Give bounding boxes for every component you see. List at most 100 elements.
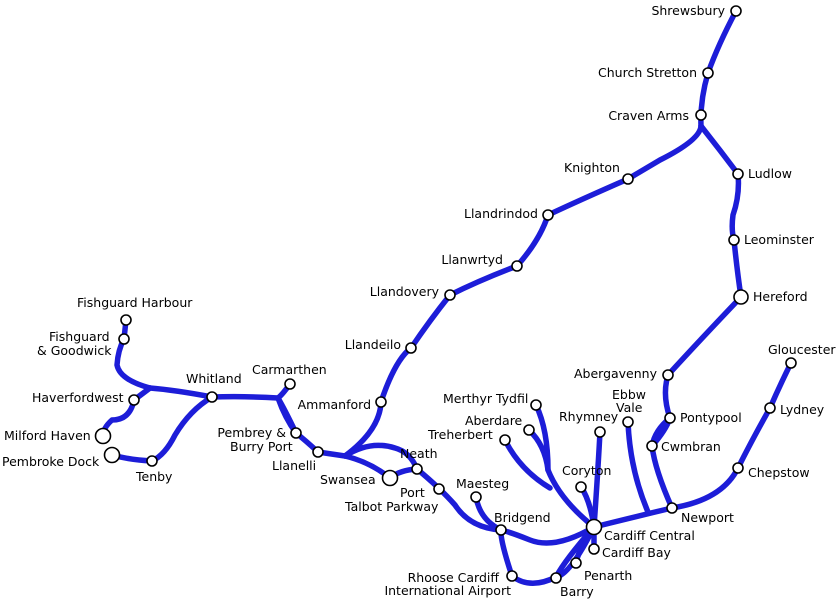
station-pembroke-dock[interactable] [103,446,121,464]
label-shrewsbury: Shrewsbury [651,3,725,18]
line-fishguard [114,317,153,391]
label-llandeilo: Llandeilo [345,337,401,352]
label-abergavenny: Abergavenny [574,366,658,381]
label-pembroke-dock: Pembroke Dock [2,454,100,469]
label-fishguard-goodwick-1: Fishguard [49,329,110,344]
line-ebbw-vale [625,419,651,515]
label-whitland: Whitland [186,371,242,386]
stations [94,5,797,584]
label-craven-arms: Craven Arms [608,108,689,123]
station-knighton[interactable] [622,173,634,185]
label-cwmbran: Cwmbran [661,439,721,454]
label-tenby: Tenby [135,469,173,484]
line-heart-of-wales [342,123,704,459]
station-barry[interactable] [550,572,562,584]
station-llandovery[interactable] [444,289,456,301]
station-ebbw-vale[interactable] [622,416,634,428]
label-llanelli: Llanelli [272,458,316,473]
label-ebbw-vale-1: Ebbw [612,387,646,402]
station-aberdare[interactable] [523,424,535,436]
station-ludlow[interactable] [732,168,744,180]
label-llandovery: Llandovery [370,284,440,299]
label-barry: Barry [560,584,594,599]
station-cardiff-bay[interactable] [588,543,600,555]
line-gloucester-newport [669,360,794,511]
station-fishguard-harbour[interactable] [120,314,132,326]
station-haverfordwest[interactable] [128,394,140,406]
station-milford-haven[interactable] [94,427,112,445]
label-pembrey-1: Pembrey & [217,425,286,440]
label-pembrey-2: Burry Port [230,439,293,454]
label-rhoose-1: Rhoose Cardiff [408,570,500,585]
label-newport: Newport [681,510,734,525]
label-fishguard-harbour: Fishguard Harbour [77,295,193,310]
label-church-stretton: Church Stretton [598,65,697,80]
station-port-talbot[interactable] [433,483,445,495]
label-rhymney: Rhymney [559,409,619,424]
station-bridgend[interactable] [495,524,507,536]
station-merthyr-tydfil[interactable] [530,399,542,411]
line-rhymney [591,429,603,530]
station-rhymney[interactable] [594,426,606,438]
label-aberdare: Aberdare [465,413,523,428]
label-ebbw-vale-2: Vale [616,400,643,415]
label-knighton: Knighton [564,160,620,175]
station-pontypool[interactable] [664,412,676,424]
station-llandeilo[interactable] [405,342,417,354]
line-craven-arms-hereford [698,123,744,300]
line-whitland-tenby [109,394,215,464]
label-penarth: Penarth [584,568,632,583]
station-rhoose[interactable] [506,570,518,582]
station-carmarthen[interactable] [284,378,296,390]
label-fishguard-goodwick-2: & Goodwick [37,343,112,358]
station-llandrindod[interactable] [542,209,554,221]
line-neath-loop [342,442,420,472]
station-fishguard-goodwick[interactable] [118,333,130,345]
station-cwmbran[interactable] [646,440,658,452]
station-hereford[interactable] [733,289,749,305]
label-merthyr-tydfil: Merthyr Tydfil [443,391,528,406]
station-neath[interactable] [411,463,423,475]
line-cardiff-bridgend [498,524,597,546]
label-pontypool: Pontypool [680,410,742,425]
label-llanwrtyd: Llanwrtyd [441,252,503,267]
label-llandrindod: Llandrindod [464,206,538,221]
station-shrewsbury[interactable] [730,5,742,17]
label-cardiff-bay: Cardiff Bay [602,545,672,560]
station-llanelli[interactable] [312,446,324,458]
station-maesteg[interactable] [470,491,482,503]
station-abergavenny[interactable] [662,369,674,381]
line-newport-cardiff [591,505,675,530]
label-port-talbot-1: Port [400,485,425,500]
station-llanwrtyd[interactable] [511,260,523,272]
label-maesteg: Maesteg [456,476,509,491]
station-gloucester[interactable] [785,357,797,369]
station-penarth[interactable] [570,557,582,569]
label-hereford: Hereford [753,289,808,304]
label-rhoose-2: International Airport [384,583,511,598]
station-leominster[interactable] [728,234,740,246]
station-lydney[interactable] [764,402,776,414]
station-newport[interactable] [666,502,678,514]
station-chepstow[interactable] [732,462,744,474]
station-craven-arms[interactable] [695,109,707,121]
station-treherbert[interactable] [499,434,511,446]
label-bridgend: Bridgend [494,510,551,525]
label-port-talbot-2: Talbot Parkway [344,499,439,514]
label-ludlow: Ludlow [748,166,792,181]
station-pembrey[interactable] [290,427,302,439]
station-ammanford[interactable] [375,396,387,408]
label-neath: Neath [400,446,438,461]
label-treherbert: Treherbert [427,427,493,442]
station-coryton[interactable] [575,481,587,493]
station-whitland[interactable] [206,391,218,403]
label-leominster: Leominster [744,232,815,247]
label-milford-haven: Milford Haven [4,428,91,443]
label-carmarthen: Carmarthen [252,362,327,377]
station-swansea[interactable] [381,469,399,487]
station-cardiff-central[interactable] [585,518,603,536]
station-tenby[interactable] [146,455,158,467]
station-church-stretton[interactable] [702,67,714,79]
